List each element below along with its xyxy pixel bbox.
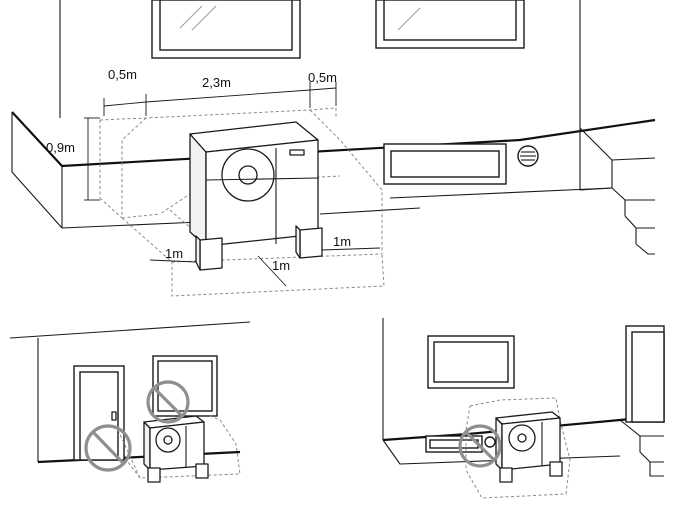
entrance-steps [579, 127, 656, 255]
dimension-lines [84, 82, 381, 287]
upper-window-left [151, 0, 301, 59]
label-right-clearance: 0,5m [308, 70, 337, 85]
door [625, 325, 665, 423]
upper-window-right [375, 0, 525, 49]
vent-grille-icon [484, 436, 496, 448]
window [427, 335, 515, 389]
door [73, 365, 125, 461]
plinth-bottom-mid [319, 207, 421, 215]
basement-window [383, 143, 507, 185]
roof-edge [9, 321, 251, 339]
prohibited-icon [146, 380, 190, 424]
ground-line [37, 450, 241, 464]
entrance-steps [619, 419, 664, 477]
label-front-right: 1m [333, 234, 351, 249]
prohibited-icon [458, 424, 502, 468]
label-front-center: 1m [272, 258, 290, 273]
heat-pump-unit-small [143, 415, 209, 483]
zone-edge [127, 461, 141, 479]
label-left-clearance: 0,5m [108, 67, 137, 82]
label-height: 0,9m [46, 140, 75, 155]
clearance-zone-small [117, 415, 241, 479]
label-front-left: 1m [165, 246, 183, 261]
label-width-zone: 2,3m [202, 75, 231, 90]
plinth-corner [11, 112, 63, 229]
main-scene: 0,9m 0,5m 2,3m 0,5m 1m 1m 1m [11, 0, 656, 297]
clearance-zone-small [465, 397, 571, 499]
scene-near-door-window [9, 321, 251, 483]
window [152, 355, 218, 417]
prohibited-icon [84, 424, 132, 472]
heat-pump-unit [189, 121, 323, 271]
plinth-bottom-right [389, 187, 613, 199]
heat-pump-unit-small [495, 411, 563, 483]
vent-grille-icon [517, 145, 539, 167]
scene-near-vent [382, 318, 665, 499]
plinth-bottom-left [61, 221, 201, 229]
